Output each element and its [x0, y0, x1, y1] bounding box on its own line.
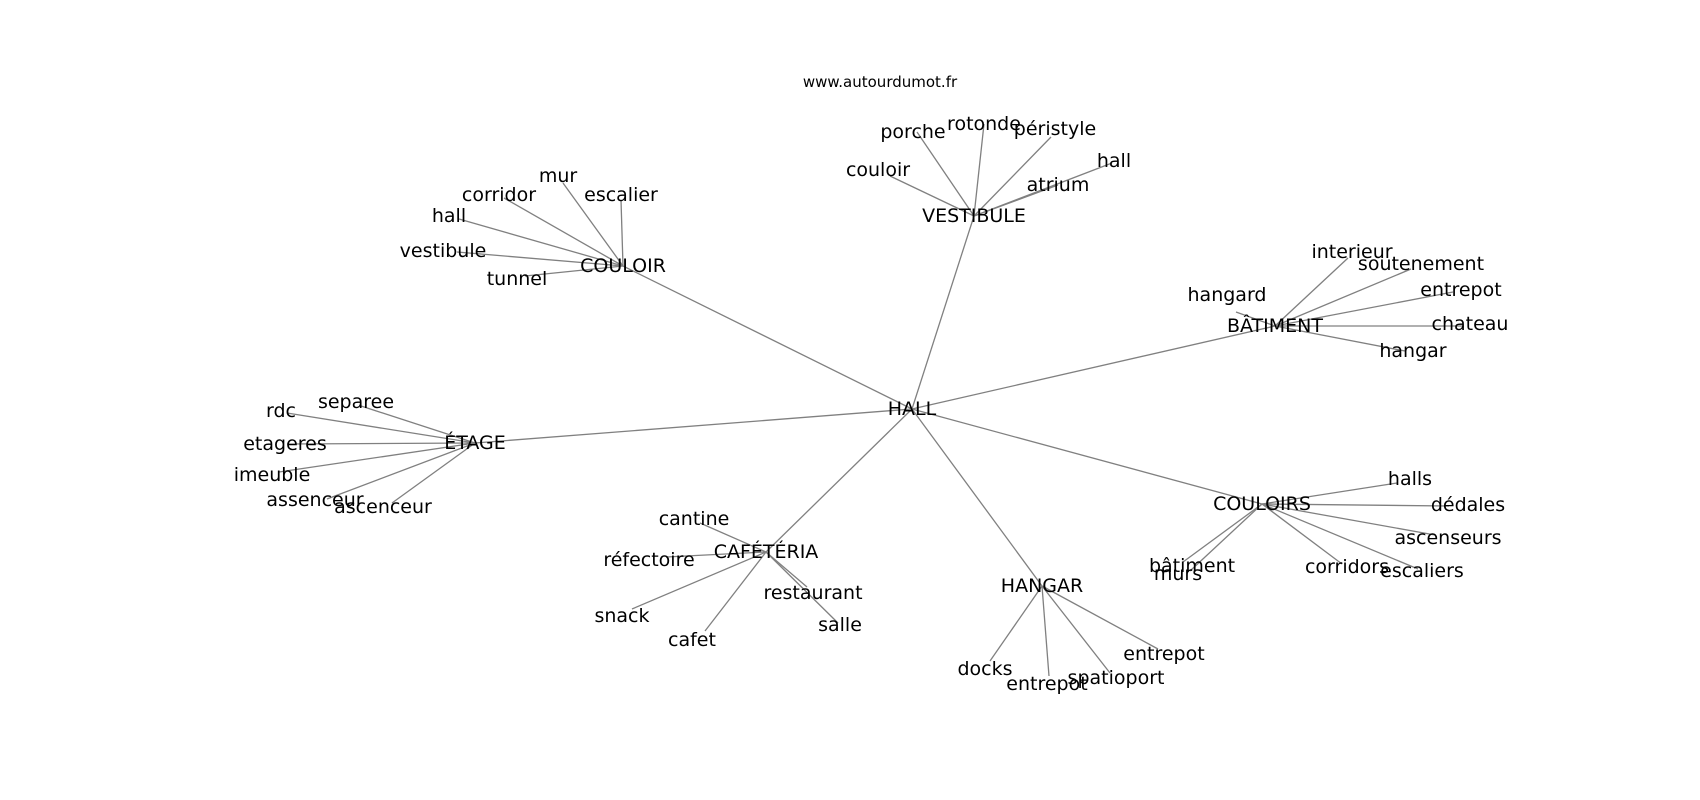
cluster-node-label: BÂTIMENT — [1227, 314, 1323, 337]
edge-hall-to-cluster — [911, 408, 1043, 587]
edge-cluster-to-leaf — [1041, 585, 1159, 650]
edge-cluster-to-leaf — [456, 251, 624, 267]
edge-cluster-to-leaf — [391, 442, 476, 504]
edge-hall-to-cluster — [622, 265, 913, 410]
edge-cluster-to-leaf — [620, 199, 624, 267]
edge-hall-to-cluster — [911, 215, 975, 410]
edge-cluster-to-leaf — [889, 175, 975, 217]
leaf-node-label: spatioport — [1068, 667, 1165, 689]
leaf-node-label: cafet — [668, 629, 716, 651]
edge-cluster-to-leaf — [326, 442, 476, 500]
leaf-node-label: hangard — [1188, 284, 1267, 306]
cluster-node-label: VESTIBULE — [922, 205, 1026, 227]
edge-cluster-to-leaf — [458, 218, 624, 267]
leaf-node-label: assenceur — [266, 489, 363, 511]
leaf-node-label: escaliers — [1380, 560, 1464, 582]
leaf-node-label: entrepot — [1006, 673, 1087, 695]
cluster-node-label: HANGAR — [1001, 575, 1083, 597]
leaf-node-label: dédales — [1431, 494, 1505, 516]
edge-cluster-to-leaf — [1261, 503, 1436, 536]
leaf-node-label: rotonde — [947, 113, 1021, 135]
edge-cluster-to-leaf — [1189, 503, 1263, 572]
leaf-node-label: etageres — [243, 433, 327, 455]
leaf-node-label: péristyle — [1014, 118, 1096, 140]
edge-cluster-to-leaf — [1274, 268, 1412, 327]
leaf-node-label: tunnel — [487, 268, 548, 290]
edge-cluster-to-leaf — [631, 551, 767, 610]
edge-cluster-to-leaf — [503, 197, 624, 267]
leaf-node-label: hall — [432, 205, 466, 227]
edge-cluster-to-leaf — [1274, 257, 1349, 327]
leaf-node-label: cantine — [659, 508, 730, 530]
edge-cluster-to-leaf — [1261, 503, 1419, 570]
leaf-node-label: restaurant — [763, 582, 862, 604]
edge-cluster-to-leaf — [765, 551, 839, 624]
leaf-node-label: snack — [594, 605, 649, 627]
leaf-node-label: entrepot — [1420, 279, 1501, 301]
leaf-node-label: corridors — [1305, 556, 1389, 578]
edge-cluster-to-leaf — [1261, 482, 1398, 505]
leaf-node-label: chateau — [1432, 313, 1509, 335]
edge-hall-to-cluster — [911, 325, 1276, 410]
edge-cluster-to-leaf — [704, 551, 767, 632]
leaf-node-label: hangar — [1379, 340, 1446, 362]
leaf-node-label: atrium — [1027, 174, 1090, 196]
edge-hall-to-cluster — [474, 408, 913, 444]
leaf-node-label: rdc — [266, 400, 296, 422]
edge-hall-to-cluster — [911, 408, 1263, 505]
leaf-node-label: docks — [957, 658, 1012, 680]
leaf-node-label: salle — [818, 614, 862, 636]
edge-cluster-to-leaf — [286, 442, 476, 445]
edge-cluster-to-leaf — [524, 265, 624, 277]
leaf-node-label: vestibule — [400, 240, 487, 262]
leaf-node-label: entrepot — [1123, 643, 1204, 665]
leaf-node-label: porche — [880, 121, 945, 143]
edge-cluster-to-leaf — [1041, 585, 1050, 677]
source-url: www.autourdumot.fr — [802, 73, 958, 91]
edge-cluster-to-leaf — [562, 182, 624, 267]
leaf-node-label: soutenement — [1358, 253, 1484, 275]
cluster-node-label: COULOIRS — [1213, 493, 1311, 515]
leaf-node-label: imeuble — [234, 464, 311, 486]
edge-hall-to-cluster — [765, 408, 913, 553]
edge-cluster-to-leaf — [1182, 503, 1263, 563]
leaf-node-label: hall — [1097, 150, 1131, 172]
edge-cluster-to-leaf — [989, 585, 1043, 662]
edge-cluster-to-leaf — [286, 412, 476, 444]
edge-cluster-to-leaf — [665, 551, 767, 558]
edge-cluster-to-leaf — [1261, 503, 1343, 565]
edge-cluster-to-leaf — [973, 123, 985, 217]
edge-cluster-to-leaf — [1041, 585, 1111, 674]
cluster-node-label: ÉTAGE — [444, 431, 506, 454]
cluster-node-label: COULOIR — [580, 255, 666, 277]
edge-cluster-to-leaf — [1261, 503, 1450, 507]
leaf-node-label: separee — [318, 391, 394, 413]
edges-layer — [278, 123, 1464, 677]
leaf-node-label: bâtiment — [1149, 555, 1235, 577]
edge-cluster-to-leaf — [1274, 325, 1406, 352]
center-node-label: HALL — [888, 398, 937, 420]
edge-cluster-to-leaf — [278, 442, 476, 473]
edge-cluster-to-leaf — [1274, 291, 1454, 327]
leaf-node-label: réfectoire — [603, 549, 694, 571]
leaf-node-label: interieur — [1311, 241, 1392, 263]
leaf-node-label: ascenceur — [334, 496, 432, 518]
edge-cluster-to-leaf — [916, 131, 975, 217]
leaf-node-label: corridor — [462, 184, 536, 206]
edge-cluster-to-leaf — [973, 184, 1059, 217]
leaf-node-label: ascenseurs — [1394, 527, 1501, 549]
leaf-node-label: escalier — [584, 184, 658, 206]
leaf-node-label: couloir — [846, 159, 910, 181]
edge-cluster-to-leaf — [699, 522, 767, 553]
edge-cluster-to-leaf — [360, 405, 476, 444]
leaf-node-label: halls — [1388, 468, 1432, 490]
edge-cluster-to-leaf — [1235, 311, 1276, 327]
leaf-node-label: mur — [539, 165, 578, 187]
cluster-node-label: CAFÉTÉRIA — [714, 540, 819, 563]
leaf-node-label: murs — [1154, 563, 1202, 585]
edge-cluster-to-leaf — [973, 136, 1052, 217]
